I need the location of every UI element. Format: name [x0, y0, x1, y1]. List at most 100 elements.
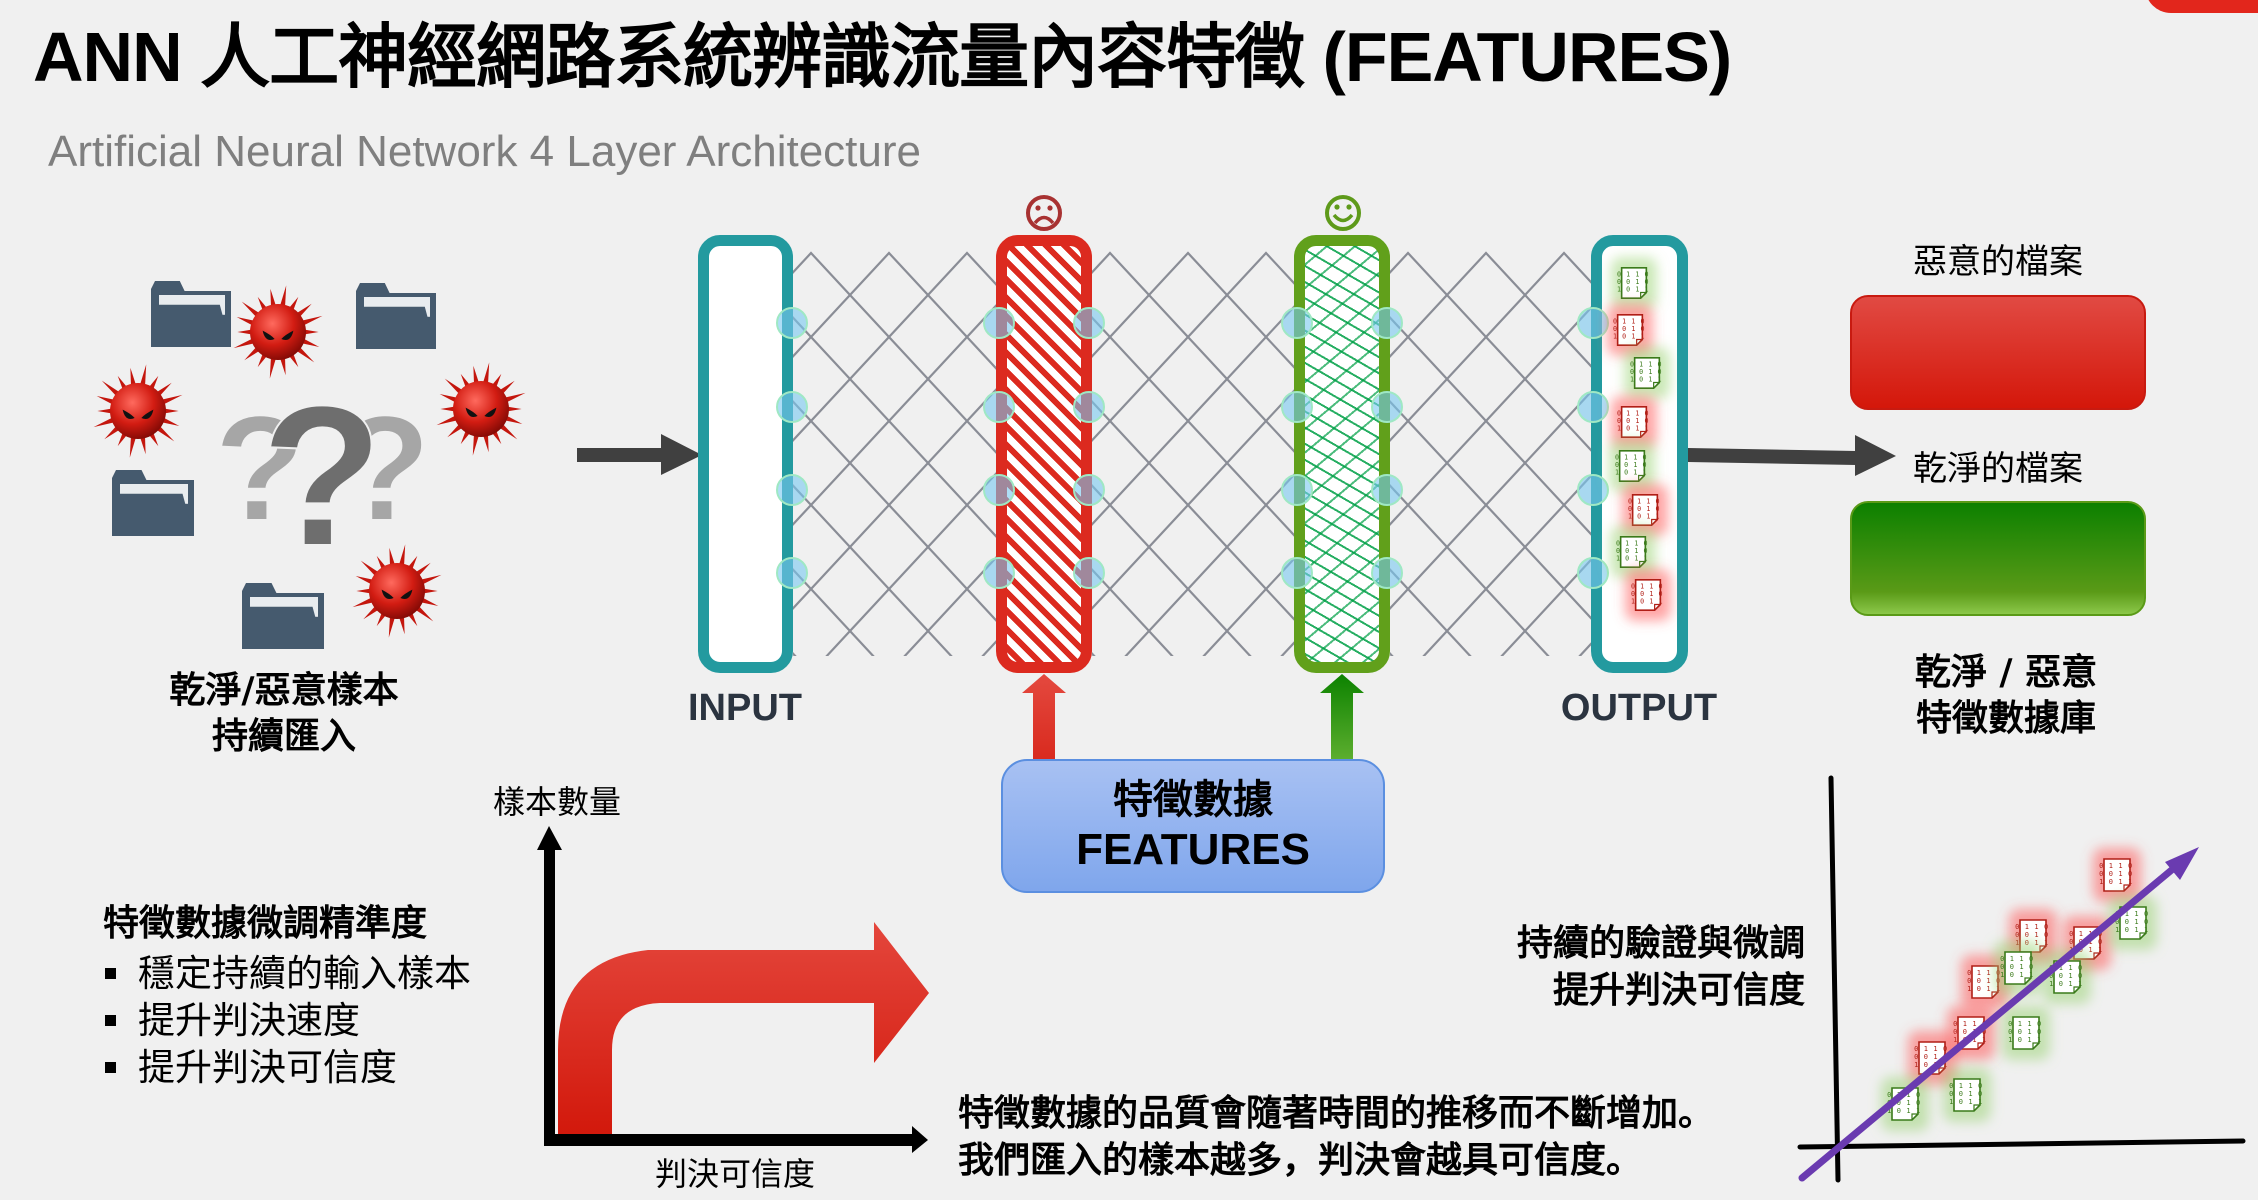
growth-x-axis	[544, 1134, 914, 1146]
fence-segment	[793, 251, 996, 656]
tuning-heading: 特徵數據微調精準度	[103, 903, 428, 944]
virus-icon	[233, 285, 323, 379]
fence-link	[1445, 587, 1527, 656]
verification-text: 持續的驗證與微調 提升判決可信度	[1480, 920, 1805, 1014]
malicious-files-label: 惡意的檔案	[1913, 242, 2083, 282]
svg-text:0 1 1 0: 0 1 1 0	[1949, 1082, 1983, 1090]
clean-document-icon: 0 1 1 00 0 1 01 0 1 1	[2043, 950, 2091, 1004]
virus-icon	[352, 544, 442, 638]
fence-link	[848, 503, 930, 591]
fence-link	[926, 503, 996, 591]
fence-link	[848, 335, 930, 423]
svg-text:1 0 1 1: 1 0 1 1	[2049, 980, 2083, 988]
trend-arrow-line	[1798, 854, 2190, 1182]
svg-text:0 0 1 0: 0 0 1 0	[1949, 1090, 1983, 1098]
page-subtitle: Artificial Neural Network 4 Layer Archit…	[48, 127, 921, 176]
fence-link	[848, 587, 930, 656]
svg-text:0 0 1 0: 0 0 1 0	[2115, 918, 2149, 926]
verification-line2: 提升判決可信度	[1552, 970, 1805, 1011]
summary-line1: 特徵數據的品質會隨著時間的推移而不斷增加。	[958, 1093, 1715, 1134]
svg-text:0 0 1 0: 0 0 1 0	[1887, 1099, 1921, 1107]
fence-link	[1445, 503, 1527, 591]
bullet-square-icon	[105, 968, 116, 979]
question-mark-icon: ?	[214, 384, 306, 552]
fence-link	[848, 251, 930, 339]
tuning-bullet: 穩定持續的輸入樣本	[105, 950, 471, 997]
virus-icon	[436, 362, 526, 456]
folder-icon	[151, 281, 231, 347]
hidden-layer-1	[996, 235, 1092, 673]
fence-link	[1147, 587, 1229, 656]
svg-text:0 0 1 0: 0 0 1 0	[2049, 972, 2083, 980]
svg-text:0 0 1 0: 0 0 1 0	[2099, 870, 2133, 878]
fence-segment	[1092, 251, 1294, 656]
input-layer-label: INPUT	[688, 687, 802, 729]
svg-text:0 0 1 0: 0 0 1 0	[1953, 1028, 1987, 1036]
growth-x-axis-label: 判決可信度	[655, 1155, 816, 1193]
svg-text:0 1 1 0: 0 1 1 0	[2049, 964, 2083, 972]
output-layer-label: OUTPUT	[1560, 687, 1718, 729]
svg-text:0 0 1 0: 0 0 1 0	[2015, 931, 2049, 939]
fence-link	[1147, 251, 1229, 339]
growth-bend-arrow	[558, 922, 929, 1137]
growth-y-axis	[544, 840, 555, 1140]
malicious-document-icon: 0 1 1 00 0 1 01 0 1 1	[2093, 848, 2141, 902]
fence-link	[1147, 419, 1229, 507]
tuning-bullet: 提升判決可信度	[105, 1044, 471, 1091]
hidden-layer-2	[1294, 235, 1390, 673]
network-connections	[793, 251, 1591, 656]
clean-files-box	[1850, 501, 2146, 616]
fence-link	[1445, 419, 1527, 507]
growth-x-axis-arrowhead	[912, 1126, 928, 1153]
corner-accent	[2145, 0, 2258, 13]
features-title-en: FEATURES	[1076, 825, 1310, 874]
verification-line1: 持續的驗證與微調	[1516, 923, 1805, 964]
svg-text:0 0 1 0: 0 0 1 0	[1914, 1053, 1948, 1061]
svg-text:1 0 1 1: 1 0 1 1	[2069, 946, 2103, 954]
folder-icon	[112, 470, 194, 536]
fence-link	[1445, 335, 1527, 423]
svg-text:0 1 1 0: 0 1 1 0	[2000, 955, 2034, 963]
trend-arrow-head	[2165, 847, 2199, 880]
fence-link	[1445, 251, 1527, 339]
fence-link	[1092, 587, 1151, 656]
output-arrow	[1688, 435, 1896, 476]
svg-text:0 0 1 0: 0 0 1 0	[2000, 963, 2034, 971]
svg-text:0 1 1 0: 0 1 1 0	[1953, 1020, 1987, 1028]
clean-files-label: 乾淨的檔案	[1913, 449, 2083, 489]
verify-x-axis	[1797, 1138, 2246, 1150]
feature-database-label: 乾淨 / 惡意 特徵數據庫	[1856, 650, 2156, 742]
growth-y-axis-arrowhead	[537, 826, 562, 850]
feature-database-label-line1: 乾淨 / 惡意	[1914, 652, 2098, 693]
svg-text:0 1 1 0: 0 1 1 0	[2008, 1020, 2042, 1028]
clean-document-icon: 0 1 1 00 0 1 01 0 1 1	[1943, 1068, 1991, 1122]
fence-link	[1225, 587, 1294, 656]
bullet-square-icon	[105, 1062, 116, 1073]
svg-text:0 0 1 0: 0 0 1 0	[1967, 977, 2001, 985]
feature-database-label-line2: 特徵數據庫	[1915, 698, 2096, 739]
svg-text:1 0 1 1: 1 0 1 1	[1967, 985, 2001, 993]
features-box: 特徵數據 FEATURES	[1001, 759, 1385, 893]
summary-text: 特徵數據的品質會隨著時間的推移而不斷增加。 我們匯入的樣本越多，判決會越具可信度…	[958, 1090, 1714, 1184]
svg-text:0 1 1 0: 0 1 1 0	[2015, 923, 2049, 931]
fence-link	[793, 587, 852, 656]
verify-y-axis	[1828, 775, 1841, 1183]
svg-text:0 1 1 0: 0 1 1 0	[2115, 910, 2149, 918]
svg-text:0 1 1 0: 0 1 1 0	[2069, 930, 2103, 938]
input-layer	[698, 235, 793, 673]
svg-text:0 1 1 0: 0 1 1 0	[1967, 969, 2001, 977]
fence-link	[848, 419, 930, 507]
svg-text:1 0 1 1: 1 0 1 1	[2008, 1036, 2042, 1044]
output-layer	[1591, 235, 1688, 673]
fence-link	[1390, 587, 1449, 656]
svg-text:1 0 1 1: 1 0 1 1	[1949, 1098, 1983, 1106]
folder-icon	[356, 283, 436, 349]
virus-icon	[93, 364, 183, 458]
growth-graph	[537, 826, 929, 1153]
fence-link	[926, 335, 996, 423]
growth-y-axis-label: 樣本數量	[493, 783, 622, 821]
svg-text:1 0 1 1: 1 0 1 1	[2099, 878, 2133, 886]
question-mark-icon: ?	[261, 365, 383, 588]
